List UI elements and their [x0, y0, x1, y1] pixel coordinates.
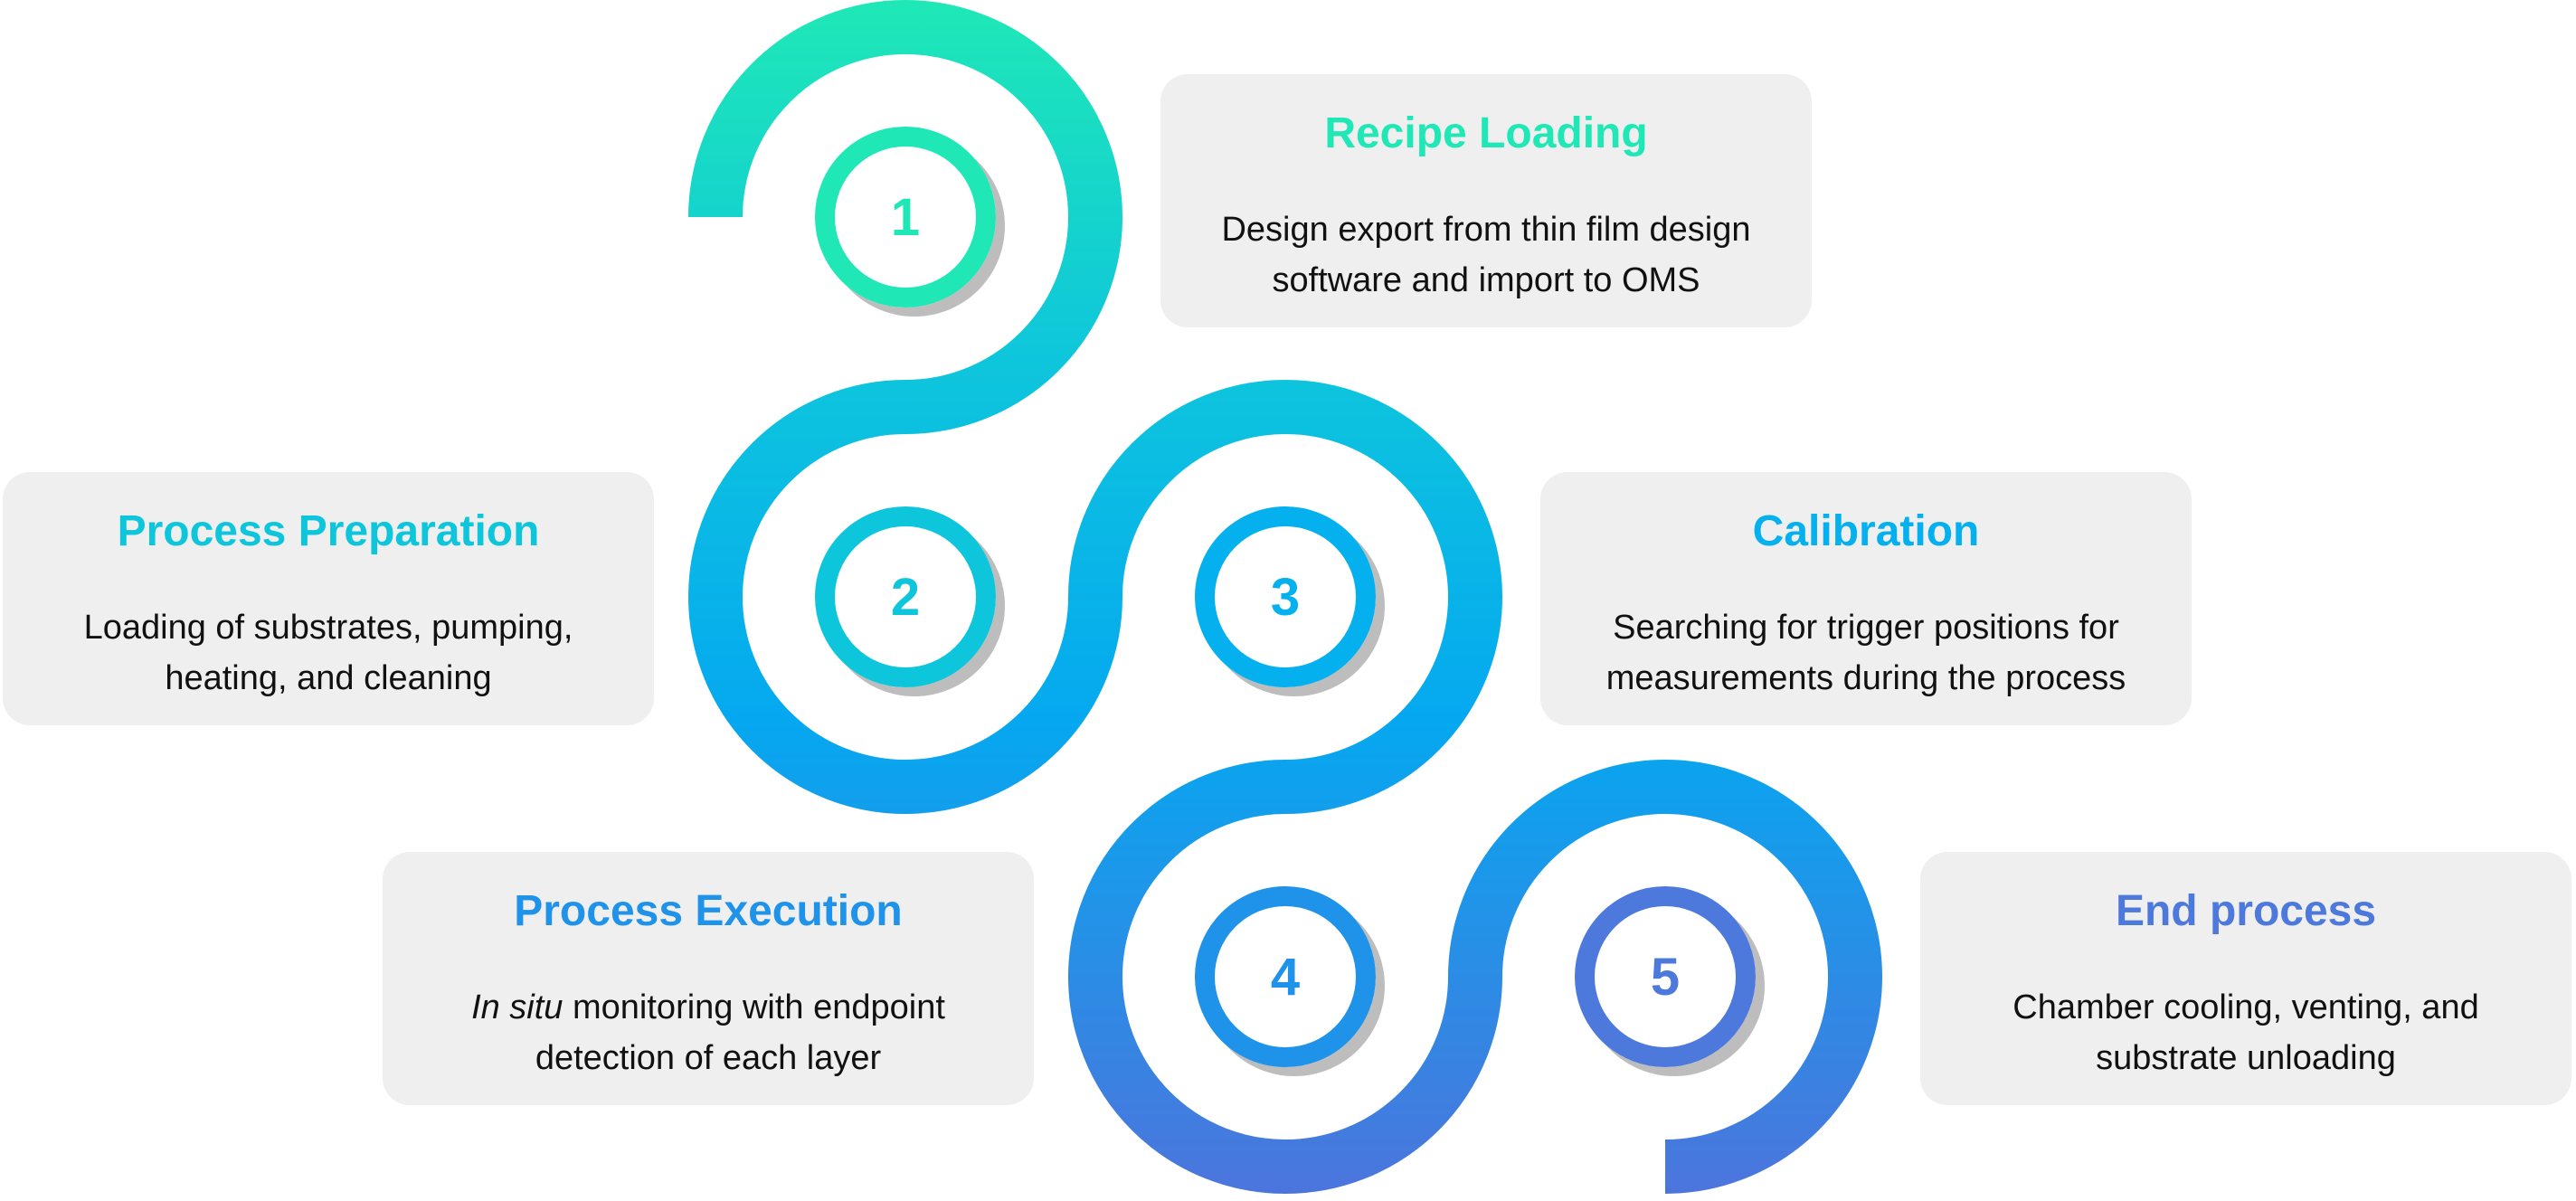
card-description: Design export from thin film design soft… [1221, 211, 1751, 299]
step-marker-4: 4 [1195, 886, 1385, 1076]
step-ring [815, 506, 996, 687]
step-ring [1575, 886, 1756, 1067]
step-ring [1195, 886, 1376, 1067]
card-description: In situ monitoring with endpoint detecti… [410, 982, 1007, 1083]
step-number: 3 [1271, 568, 1300, 627]
step-marker-5: 5 [1575, 886, 1765, 1076]
step-marker-3: 3 [1195, 506, 1385, 696]
step-number: 5 [1651, 948, 1680, 1007]
card-title: Calibration [1752, 507, 1980, 555]
step-card-end-process: End process Chamber cooling, venting, an… [1920, 852, 2571, 1105]
card-description: Chamber cooling, venting, and substrate … [2012, 988, 2479, 1077]
card-description: Searching for trigger positions for meas… [1605, 609, 2126, 697]
card-title: Process Preparation [117, 507, 540, 555]
card-description-rest: monitoring with endpoint detection of ea… [535, 988, 945, 1077]
step-number: 2 [891, 568, 920, 627]
card-title: Recipe Loading [1324, 109, 1648, 157]
step-card-process-preparation: Process Preparation Loading of substrate… [3, 472, 654, 725]
card-description-italic: In situ [471, 988, 564, 1026]
step-number: 1 [891, 188, 920, 247]
step-number: 4 [1271, 948, 1300, 1007]
step-card-calibration: Calibration Searching for trigger positi… [1540, 472, 2192, 725]
step-marker-1: 1 [815, 127, 1005, 317]
spiral-path [688, 0, 1882, 1194]
step-card-recipe-loading: Recipe Loading Design export from thin f… [1160, 74, 1812, 327]
card-description: Loading of substrates, pumping, heating,… [83, 609, 573, 697]
step-marker-2: 2 [815, 506, 1005, 696]
step-ring [815, 127, 996, 307]
step-card-process-execution: Process Execution In situ monitoring wit… [383, 852, 1034, 1105]
card-title: Process Execution [514, 887, 903, 935]
step-ring [1195, 506, 1376, 687]
card-title: End process [2115, 887, 2377, 935]
